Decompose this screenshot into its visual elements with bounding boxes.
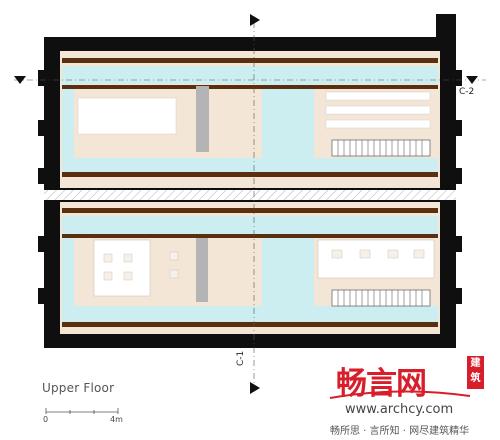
scale-end-label: 4m xyxy=(110,415,123,424)
lower-wing xyxy=(38,202,462,348)
drawing-caption: Upper Floor xyxy=(42,381,115,395)
lower-wall-right xyxy=(440,202,456,336)
lower-office xyxy=(317,239,435,279)
upper-corridor-bottom xyxy=(62,158,438,172)
lower-beam-bottom xyxy=(62,322,438,327)
party-wall-edge-bottom xyxy=(44,200,456,202)
watermark-brand: 畅言网 xyxy=(336,366,427,402)
upper-wall-left xyxy=(44,37,60,188)
lower-corridor-bottom xyxy=(62,306,438,322)
upper-wall-top xyxy=(44,37,456,51)
section-label-c2: C-2 xyxy=(459,87,475,97)
lower-corridor-left xyxy=(62,234,74,306)
upper-corridor-top xyxy=(62,66,438,84)
section-arrow-left xyxy=(14,76,26,84)
lower-window-piers xyxy=(38,236,462,304)
lower-office-seats xyxy=(331,249,425,259)
scale-bar xyxy=(45,408,119,414)
party-wall xyxy=(44,188,456,202)
upper-conference-table xyxy=(77,97,177,135)
scale-start-label: 0 xyxy=(43,415,49,424)
upper-beam-bottom xyxy=(62,172,438,177)
upper-window-piers xyxy=(38,14,462,184)
lower-chairs xyxy=(103,251,179,281)
upper-wall-right xyxy=(440,37,456,188)
section-line-vertical xyxy=(250,14,260,394)
upper-beam-top xyxy=(62,58,438,63)
party-wall-edge-top xyxy=(44,188,456,190)
watermark-url: www.archcy.com xyxy=(345,402,454,417)
lower-meeting-room xyxy=(93,239,151,297)
lower-wall-left xyxy=(44,202,60,336)
section-line-horizontal xyxy=(14,76,486,84)
lower-corridor-center xyxy=(262,234,314,306)
lower-column xyxy=(196,238,208,302)
section-arrow-top xyxy=(250,14,260,26)
upper-corridor-center xyxy=(262,84,314,158)
upper-beam-mid xyxy=(62,85,438,89)
upper-seating xyxy=(325,91,431,129)
upper-stair xyxy=(331,139,431,157)
lower-beam-mid xyxy=(62,234,438,238)
watermark-slogan: 畅所思 · 言所知 · 网尽建筑精华 xyxy=(330,426,470,437)
lower-stair xyxy=(331,289,431,307)
lower-wall-bottom xyxy=(44,334,456,348)
section-arrow-bottom xyxy=(250,382,260,394)
upper-column xyxy=(196,86,209,152)
watermark-tag: 建筑 xyxy=(467,356,484,389)
lower-beam-top xyxy=(62,208,438,213)
section-label-c1: C-1 xyxy=(236,350,246,366)
upper-corridor-left xyxy=(62,84,74,158)
watermark-swoosh xyxy=(329,390,471,399)
section-arrow-right xyxy=(466,76,478,84)
lower-corridor-top xyxy=(62,216,438,234)
upper-wing xyxy=(38,14,462,188)
